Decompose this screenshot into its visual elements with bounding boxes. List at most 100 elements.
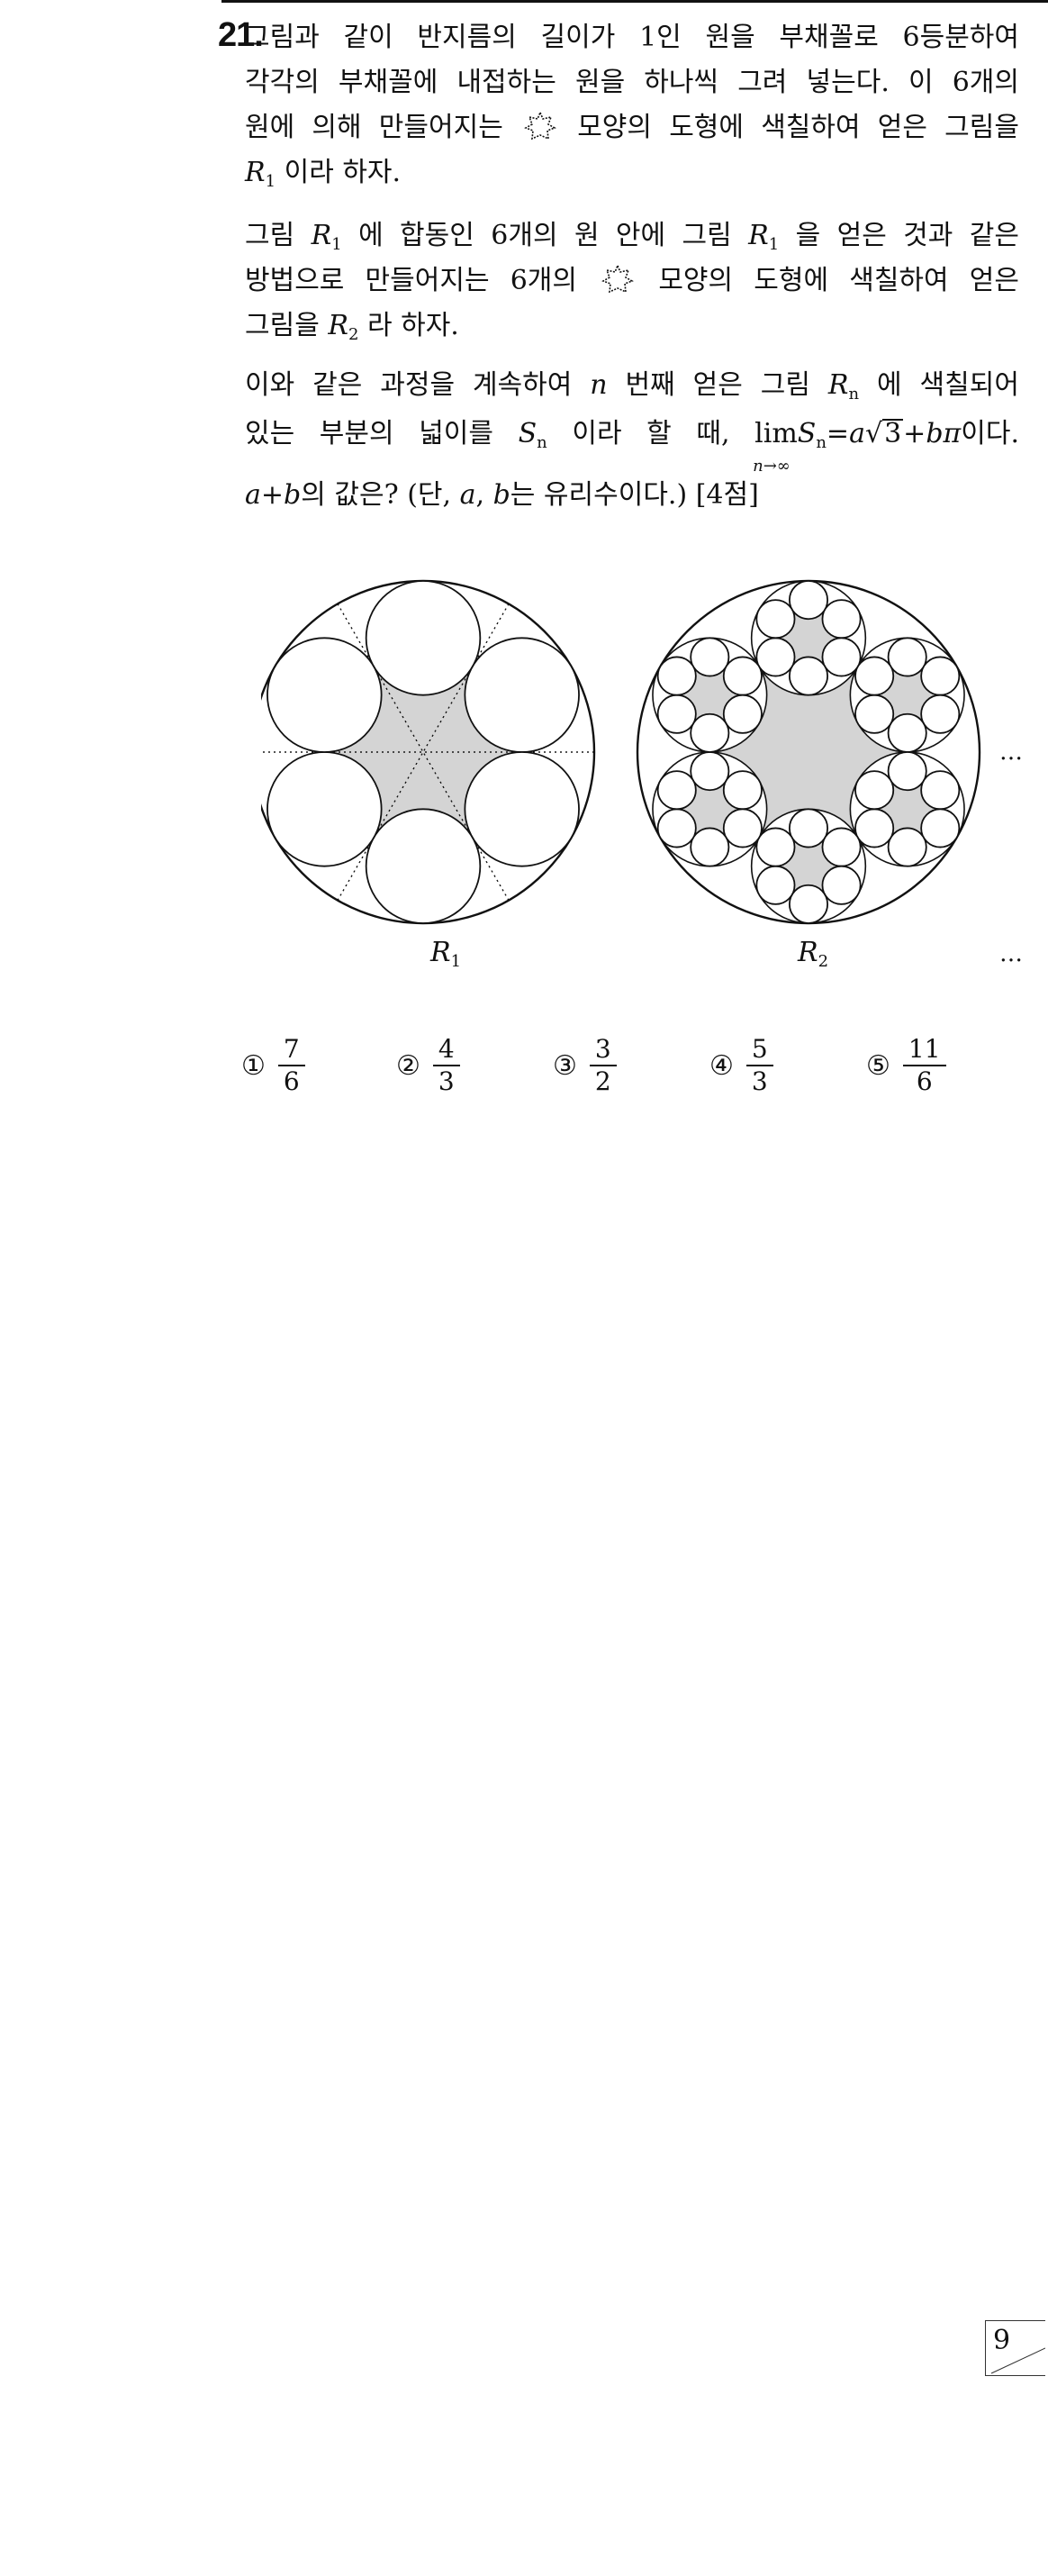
question-text: 그림 [245,220,295,251]
question-text: 이다. [961,418,1019,449]
choice-mark: ⑤ [866,1049,890,1082]
inscribed-circle [722,770,763,811]
inscribed-circle [656,808,697,848]
question-text: 을 얻은 것과 같은 [795,220,1019,251]
question-text: 그림과 같이 반지름의 길이가 1인 원을 부채꼴로 6등분하여 [245,22,1019,53]
numerator: 3 [589,1034,617,1066]
para3-line-1: 이와 같은 과정을 계속하여 n 번째 얻은 그림 Rn 에 색칠되어 [245,367,1019,413]
subscript: n [816,433,827,452]
question-text: 에 색칠되어 [877,369,1019,401]
fractal-figures [261,579,981,925]
inscribed-circle [267,751,383,867]
ellipsis: … [999,739,1023,766]
inscribed-circle [755,865,796,905]
inscribed-circle [920,770,961,811]
subscript: 2 [348,325,359,344]
inscribed-circle [722,656,763,696]
inscribed-circle [854,808,895,848]
question-text: 원에 의해 만들어지는 [245,112,503,143]
para2-line-1: 그림 R1 에 합동인 6개의 원 안에 그림 R1 을 얻은 것과 같은 [245,218,1019,263]
comma: , [475,479,485,511]
numerator: 5 [745,1034,773,1066]
question-line-1: 그림과 같이 반지름의 길이가 1인 원을 부채꼴로 6등분하여 [245,20,1019,56]
inscribed-circle [920,656,961,696]
var-s: S [797,418,817,449]
subscript: n [537,433,547,452]
var-a: a [459,479,476,511]
question-text: 방법으로 만들어지는 6개의 [245,265,577,296]
question-text: 이라 하자. [284,157,402,188]
inscribed-circle [722,694,763,734]
inscribed-circle [788,656,829,696]
question-text: 에 합동인 6개의 원 안에 그림 [358,220,732,251]
var-r: R [430,937,451,968]
question-text: 이와 같은 과정을 계속하여 [245,369,573,401]
inscribed-circle [821,599,862,639]
subscript: 1 [450,952,462,971]
inscribed-circle [887,637,927,677]
numerator: 11 [902,1034,946,1066]
figure-label-r2: R2 [798,937,828,971]
var-r: R [328,310,348,341]
sqrt-radicand: 3 [882,418,904,449]
denominator: 3 [751,1066,768,1096]
inscribed-circle [365,580,482,696]
figure-label-r1: R1 [430,937,461,971]
six-point-star-icon [524,111,556,141]
question-text: 의 값은? (단, [301,479,452,511]
question-text: 는 유리수이다.) [4점] [510,479,759,511]
inscribed-circle [464,637,580,753]
question-text: 각각의 부채꼴에 내접하는 원을 하나씩 그려 넣는다. 이 6개의 [245,67,1019,98]
six-point-star-icon [601,264,635,294]
figure-r1 [261,579,596,925]
choice-mark: ④ [709,1049,734,1082]
numerator: 7 [277,1034,305,1066]
denominator: 2 [594,1066,611,1096]
para2-line-3: 그림을 R2 라 하자. [245,308,1019,353]
page-number-box: 9 [985,2320,1045,2376]
inscribed-circle [821,865,862,905]
question-text: 이라 할 때, [572,418,730,449]
page-corner-diagonal [990,2347,1045,2374]
inscribed-circle [887,827,927,867]
plus: + [903,418,926,449]
var-r: R [798,937,818,968]
var-b: b [284,479,302,511]
inscribed-circle [755,599,796,639]
inscribed-circle [755,827,796,867]
inscribed-circle [690,637,730,677]
lim-subscript: n→∞ [753,457,791,476]
inscribed-circle [267,637,383,753]
var-r: R [748,220,769,251]
inscribed-circle [788,884,829,924]
var-n: n [590,369,608,401]
inscribed-circle [887,751,927,792]
denominator: 3 [438,1066,455,1096]
inscribed-circle [755,637,796,677]
para2-line-2: 방법으로 만들어지는 6개의 모양의 도형에 색칠하여 얻은 [245,263,1019,299]
question-number: 21. [218,16,264,54]
equals: = [826,418,850,449]
numerator: 4 [432,1034,460,1066]
question-text: 모양의 도형에 색칠하여 얻은 그림을 [577,112,1019,143]
subscript: 2 [818,952,829,971]
question-text: 그림을 [245,310,320,341]
choice-mark: ① [241,1049,266,1082]
question-text: 번째 얻은 그림 [625,369,810,401]
inscribed-circle [365,808,482,924]
inscribed-circle [788,808,829,848]
ellipsis: … [999,940,1023,967]
inscribed-circle [920,694,961,734]
inscribed-circle [690,712,730,753]
subscript: 1 [768,235,780,254]
choice-mark: ② [396,1049,420,1082]
